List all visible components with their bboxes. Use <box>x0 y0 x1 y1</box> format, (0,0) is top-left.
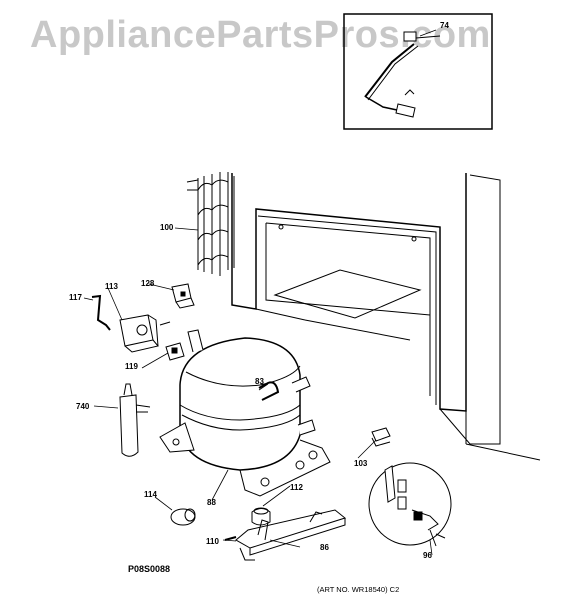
part-112-label: 112 <box>290 483 303 492</box>
part-740-label: 740 <box>76 402 90 411</box>
relay-part <box>171 283 195 309</box>
overload-part <box>165 342 185 361</box>
part-117-label: 117 <box>69 293 82 302</box>
condenser-coil <box>186 172 235 276</box>
grommet-clip <box>371 427 391 447</box>
filter-drier <box>119 383 151 457</box>
part-83-label: 83 <box>255 377 264 386</box>
inset-box <box>343 13 493 130</box>
outlet-detail <box>368 462 452 547</box>
part-86-label: 86 <box>320 543 329 552</box>
part-128-label: 128 <box>141 279 155 288</box>
compressor-body <box>159 329 331 497</box>
mounting-rail <box>224 507 347 561</box>
start-device <box>91 294 171 353</box>
grommet-114 <box>170 508 196 526</box>
part-100-label: 100 <box>160 223 174 232</box>
part-110-label: 110 <box>206 537 219 546</box>
part-labels: 74 100 128 113 117 119 83 740 103 88 114… <box>69 21 449 560</box>
part-74-label: 74 <box>440 21 449 30</box>
part-88-label: 88 <box>207 498 216 507</box>
part-113-label: 113 <box>105 282 118 291</box>
art-number: (ART NO. WR18540) C2 <box>317 585 399 594</box>
part-119-label: 119 <box>125 362 138 371</box>
diagram-code: P08S0088 <box>128 564 170 574</box>
cabinet-outline <box>231 173 541 461</box>
leader-lines <box>83 29 437 556</box>
part-103-label: 103 <box>354 459 368 468</box>
part-96-label: 96 <box>423 551 432 560</box>
part-114-label: 114 <box>144 490 157 499</box>
